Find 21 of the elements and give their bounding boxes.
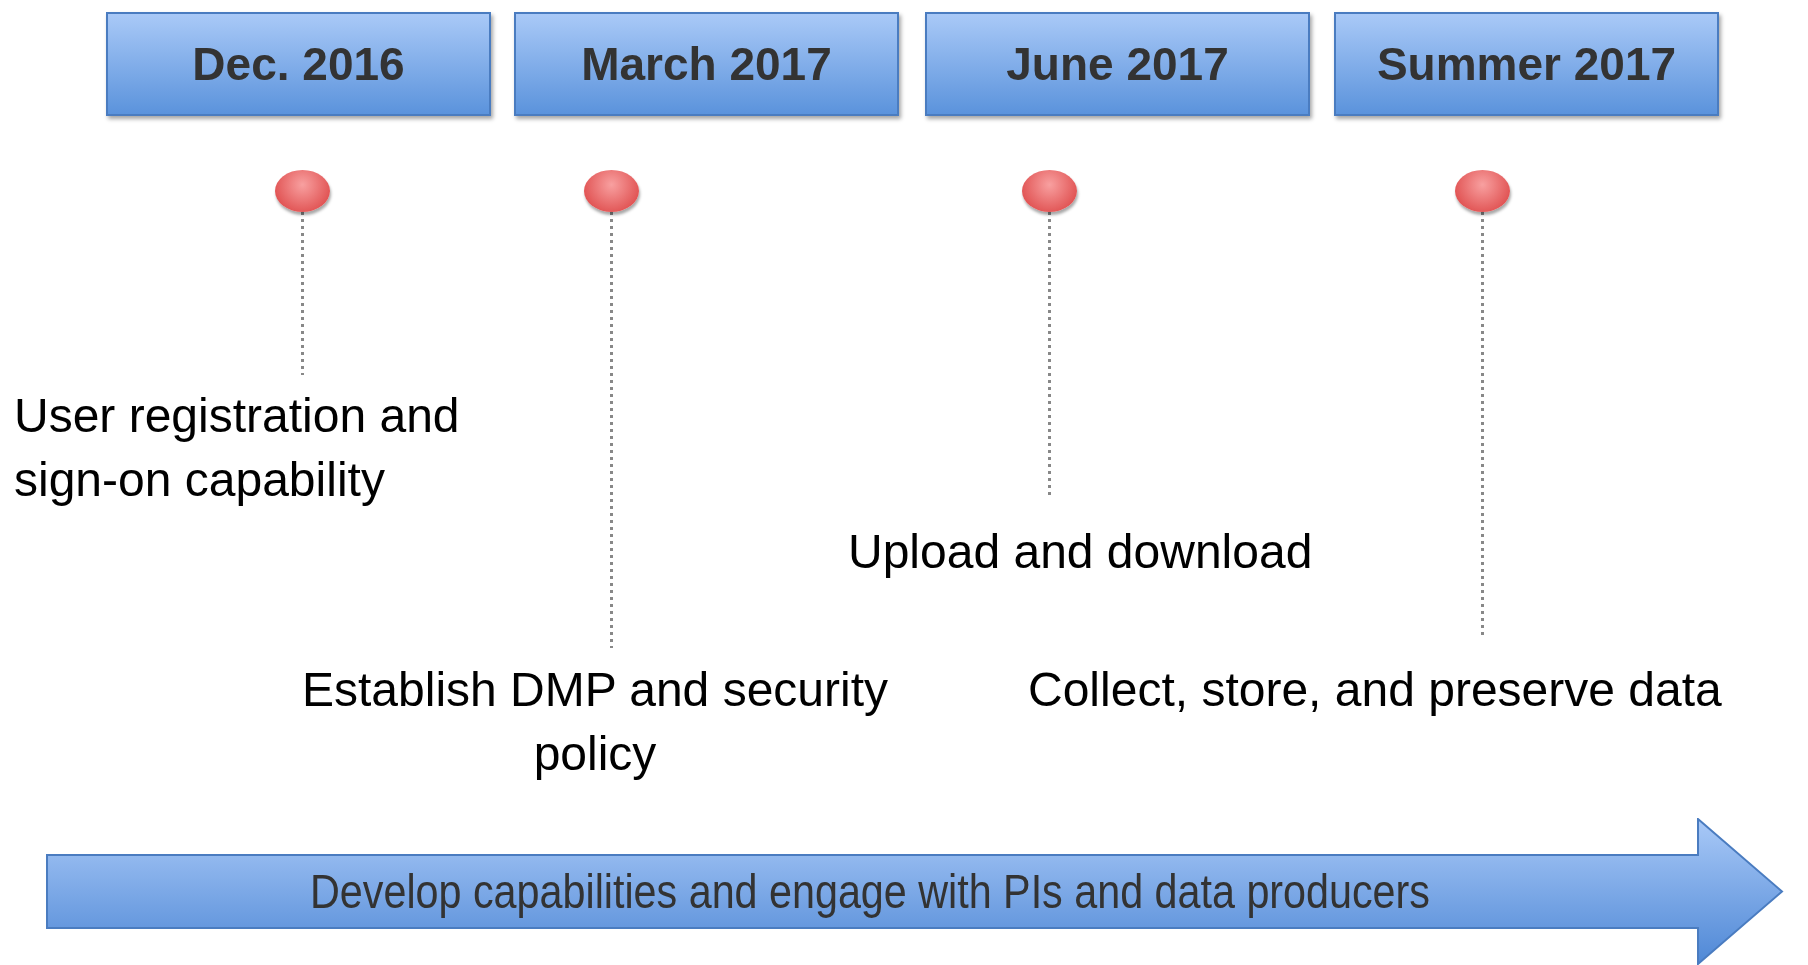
milestone-dot: [1022, 170, 1077, 212]
milestone-dot: [584, 170, 639, 212]
date-box: [106, 12, 491, 116]
milestone-dot: [1455, 170, 1510, 212]
arrow-label: Develop capabilities and engage with PIs and data producers: [309, 864, 1431, 920]
milestone-text: User registration and sign-on capability: [14, 384, 534, 512]
milestone-text: Establish DMP and security policy: [250, 658, 940, 786]
milestone-dot: [275, 170, 330, 212]
milestone-text: Upload and download: [848, 520, 1388, 584]
date-label: Dec. 2016: [192, 37, 405, 91]
milestone-text: Collect, store, and preserve data: [1028, 658, 1808, 722]
leader-line: [1048, 212, 1051, 498]
date-label: March 2017: [581, 37, 832, 91]
leader-line: [1481, 212, 1484, 637]
date-box: [514, 12, 899, 116]
leader-line: [301, 212, 304, 375]
leader-line: [610, 212, 613, 648]
date-label: June 2017: [1006, 37, 1229, 91]
date-box: [925, 12, 1310, 116]
date-label: Summer 2017: [1376, 37, 1677, 91]
date-box: [1334, 12, 1719, 116]
